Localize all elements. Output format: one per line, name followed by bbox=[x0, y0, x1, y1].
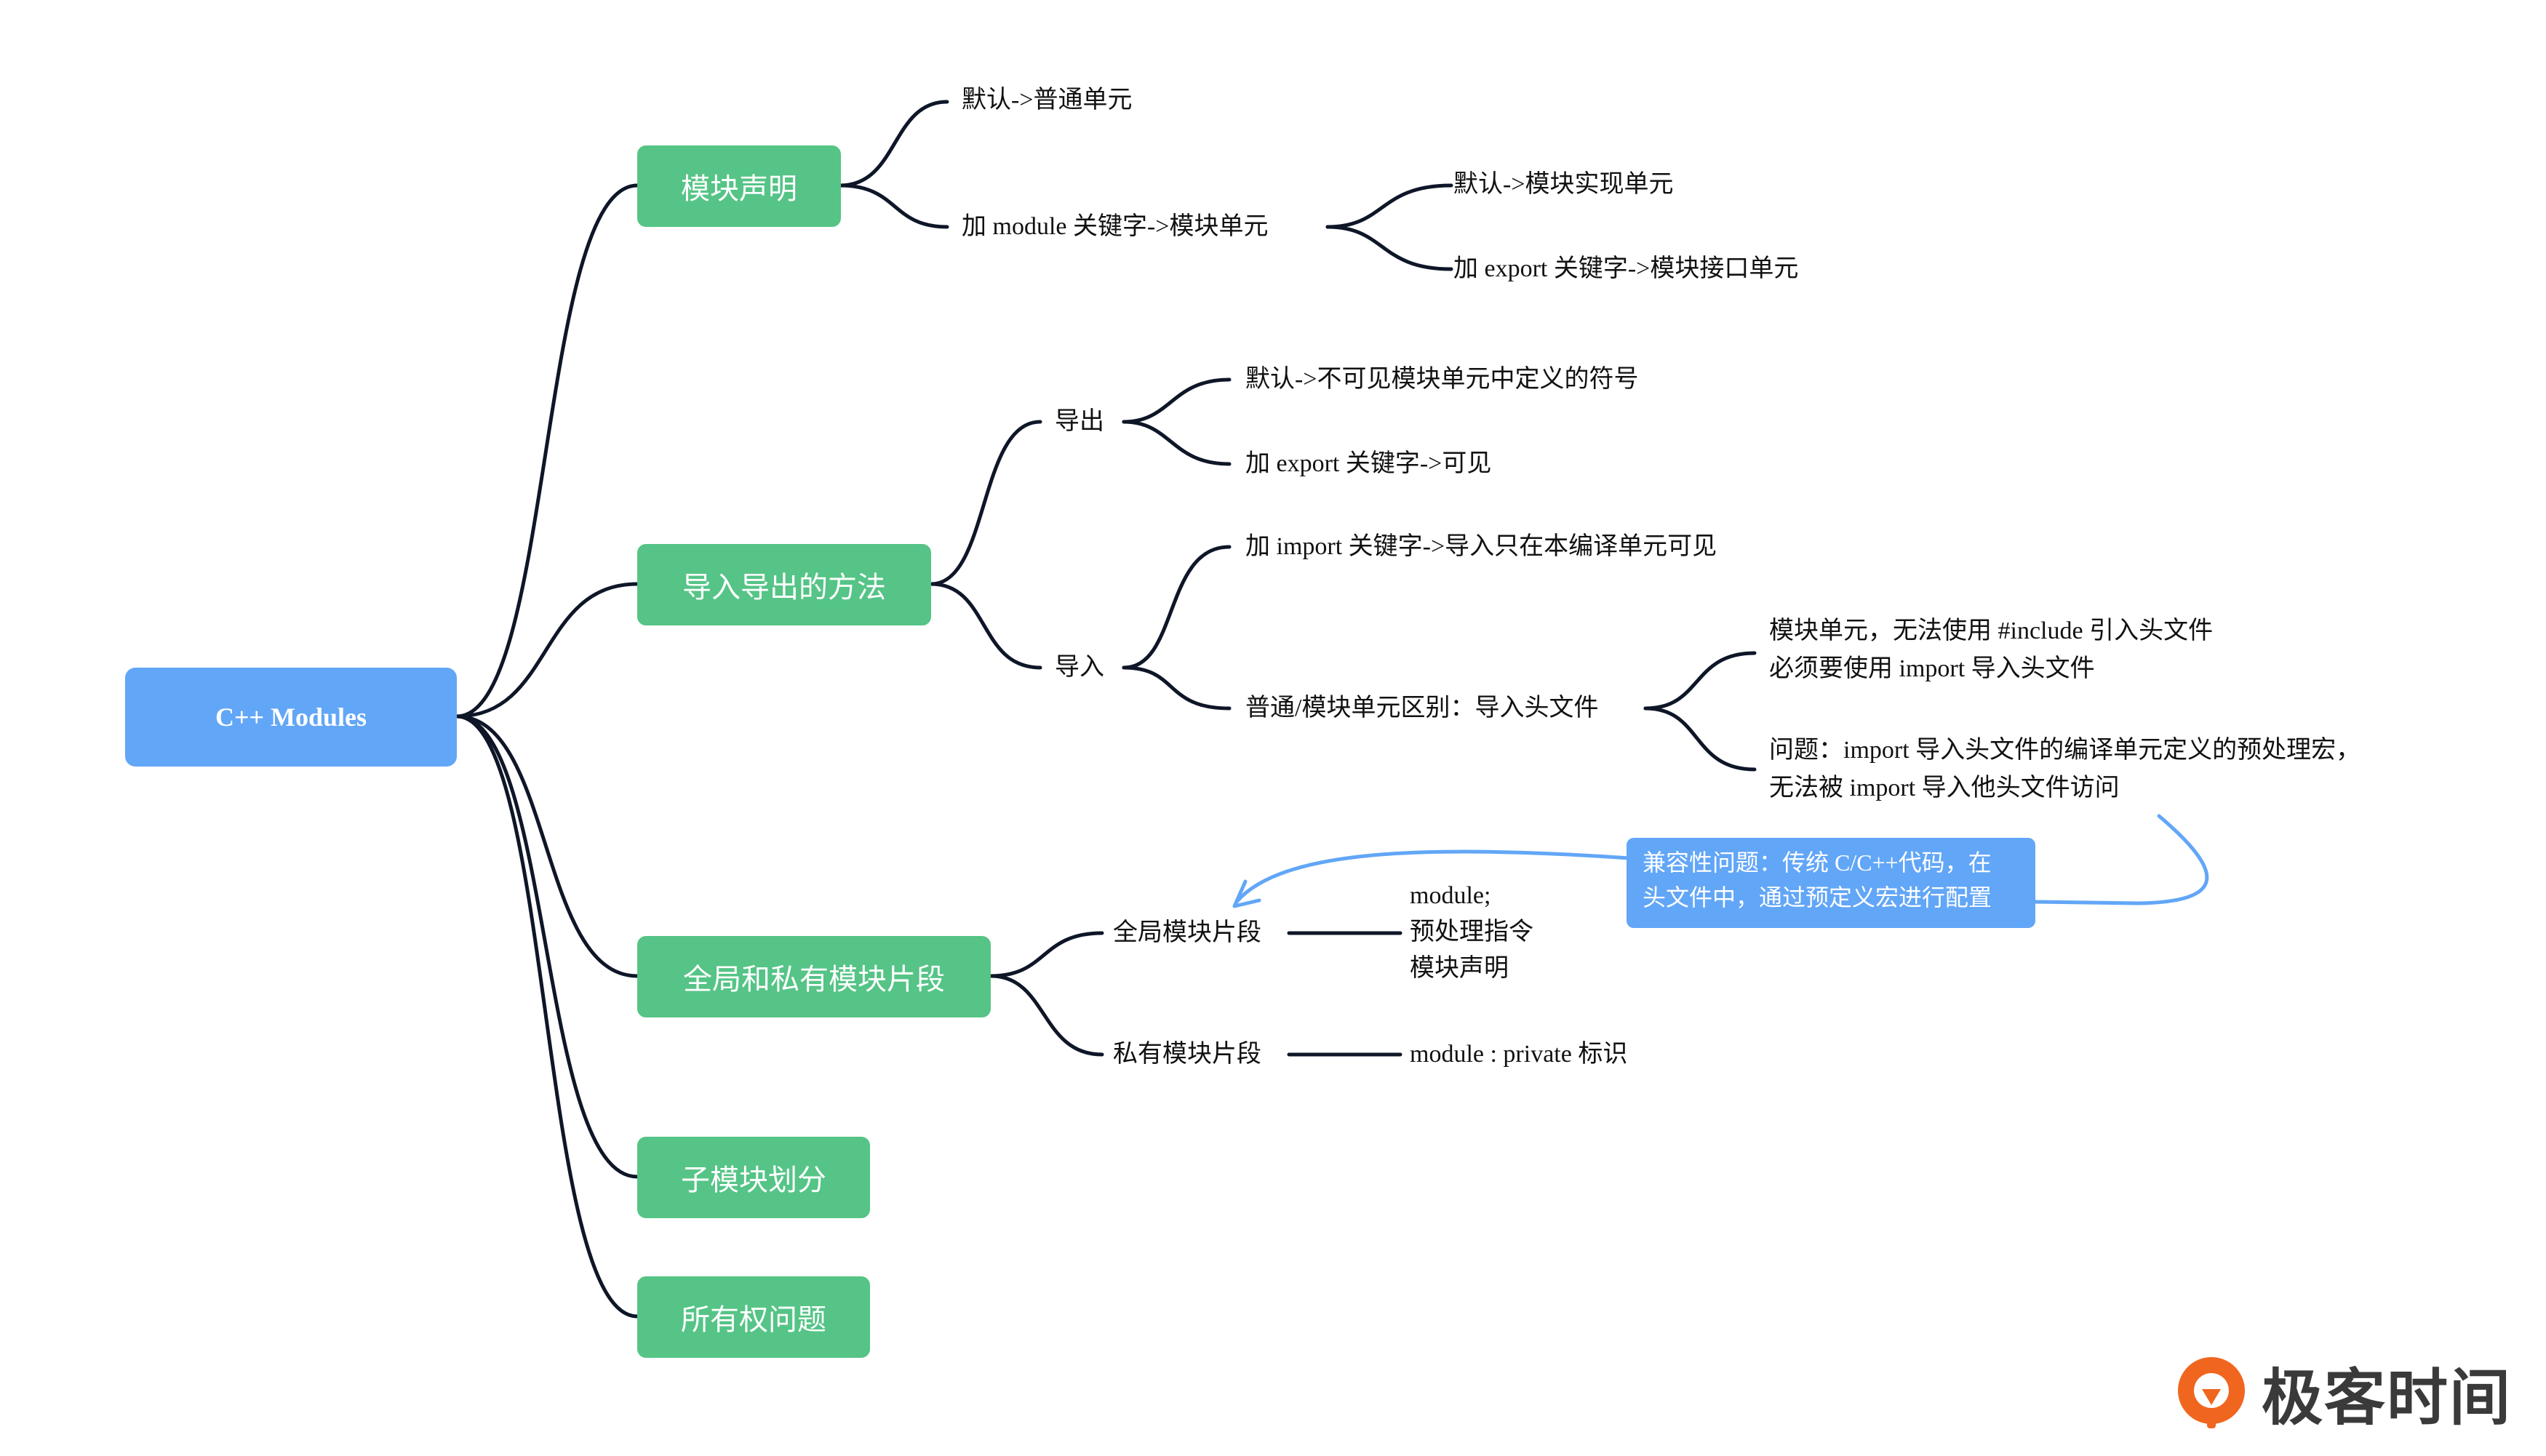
link-import-difference bbox=[1122, 665, 1232, 711]
note-relation-curve bbox=[2033, 814, 2209, 905]
leaf-difference-detail1-line2: 必须要使用 import 导入头文件 bbox=[1769, 655, 2095, 682]
leaf-export-keyword[interactable]: 加 export 关键字->可见 bbox=[1245, 450, 1492, 477]
leaf-difference-detail2[interactable]: 问题：import 导入头文件的编译单元定义的预处理宏， 无法被 import … bbox=[1769, 732, 2361, 807]
leaf-difference-detail2-line1: 问题：import 导入头文件的编译单元定义的预处理宏， bbox=[1769, 737, 2361, 764]
link-frag-private bbox=[989, 974, 1104, 1057]
link-frag-global bbox=[989, 931, 1104, 978]
leaf-difference-detail1-line1: 模块单元，无法使用 #include 引入头文件 bbox=[1769, 617, 2214, 644]
link-root-fragments bbox=[455, 714, 639, 978]
leaf-global-content-line1: module; bbox=[1410, 882, 1491, 909]
geektime-logo-icon bbox=[2178, 1357, 2245, 1428]
link-difference-detail2 bbox=[1643, 706, 1757, 772]
leaf-export[interactable]: 导出 bbox=[1055, 408, 1104, 435]
branch-import-export-label: 导入导出的方法 bbox=[682, 571, 886, 604]
branch-fragments[interactable]: 全局和私有模块片段 bbox=[637, 936, 991, 1017]
geektime-logo: 极客时间 bbox=[2171, 1349, 2512, 1436]
root-node[interactable]: C++ Modules bbox=[125, 668, 457, 767]
link-declaration-default bbox=[838, 100, 949, 188]
leaf-declaration-default[interactable]: 默认->普通单元 bbox=[962, 87, 1133, 113]
branch-submodules[interactable]: 子模块划分 bbox=[637, 1137, 870, 1218]
link-root-import-export bbox=[455, 582, 639, 719]
link-import-keyword bbox=[1122, 545, 1232, 670]
link-root-ownership bbox=[455, 714, 639, 1319]
leaf-declaration-module-keyword[interactable]: 加 module 关键字->模块单元 bbox=[962, 213, 1269, 240]
note-line2: 头文件中，通过预定义宏进行配置 bbox=[1643, 884, 1992, 911]
link-module-default bbox=[1325, 183, 1453, 229]
leaf-difference-detail2-line2: 无法被 import 导入他头文件访问 bbox=[1769, 775, 2120, 801]
note-relation-arrow-line bbox=[1234, 849, 1632, 904]
leaf-difference-detail1[interactable]: 模块单元，无法使用 #include 引入头文件 必须要使用 import 导入… bbox=[1769, 612, 2213, 688]
link-difference-detail1 bbox=[1643, 651, 1757, 711]
link-declaration-module bbox=[838, 183, 949, 229]
branch-submodules-label: 子模块划分 bbox=[681, 1164, 826, 1197]
link-ie-export bbox=[929, 420, 1042, 586]
branch-module-declaration[interactable]: 模块声明 bbox=[637, 145, 841, 227]
leaf-private-fragment[interactable]: 私有模块片段 bbox=[1113, 1041, 1261, 1068]
leaf-private-content[interactable]: module : private 标识 bbox=[1410, 1041, 1628, 1068]
leaf-global-content[interactable]: module; 预处理指令 模块声明 bbox=[1410, 878, 1533, 987]
root-label: C++ Modules bbox=[215, 703, 367, 732]
note-compatibility[interactable]: 兼容性问题：传统 C/C++代码，在 头文件中，通过预定义宏进行配置 bbox=[1627, 838, 2035, 928]
note-line1: 兼容性问题：传统 C/C++代码，在 bbox=[1643, 849, 1992, 876]
geektime-logo-text: 极客时间 bbox=[2262, 1361, 2513, 1433]
leaf-module-export[interactable]: 加 export 关键字->模块接口单元 bbox=[1453, 255, 1799, 282]
link-export-default bbox=[1122, 377, 1232, 424]
leaf-module-default[interactable]: 默认->模块实现单元 bbox=[1453, 171, 1674, 198]
link-ie-import bbox=[929, 582, 1042, 670]
leaf-global-content-line2: 预处理指令 bbox=[1410, 919, 1533, 945]
branch-ownership-label: 所有权问题 bbox=[681, 1303, 826, 1337]
branch-module-declaration-label: 模块声明 bbox=[681, 172, 797, 206]
link-export-keyword bbox=[1122, 420, 1232, 466]
leaf-import[interactable]: 导入 bbox=[1055, 654, 1104, 681]
link-module-export bbox=[1325, 225, 1453, 271]
leaf-export-default[interactable]: 默认->不可见模块单元中定义的符号 bbox=[1245, 366, 1639, 393]
note-relation-arrowhead bbox=[1232, 879, 1261, 908]
leaf-global-fragment[interactable]: 全局模块片段 bbox=[1113, 919, 1261, 946]
link-root-declaration bbox=[455, 183, 639, 719]
link-root-submodules bbox=[455, 714, 639, 1179]
leaf-import-difference[interactable]: 普通/模块单元区别：导入头文件 bbox=[1245, 695, 1599, 721]
leaf-global-content-line3: 模块声明 bbox=[1410, 955, 1509, 982]
leaf-import-keyword[interactable]: 加 import 关键字->导入只在本编译单元可见 bbox=[1245, 533, 1717, 560]
branch-import-export[interactable]: 导入导出的方法 bbox=[637, 544, 931, 625]
branch-fragments-label: 全局和私有模块片段 bbox=[683, 963, 945, 996]
branch-ownership[interactable]: 所有权问题 bbox=[637, 1276, 870, 1358]
